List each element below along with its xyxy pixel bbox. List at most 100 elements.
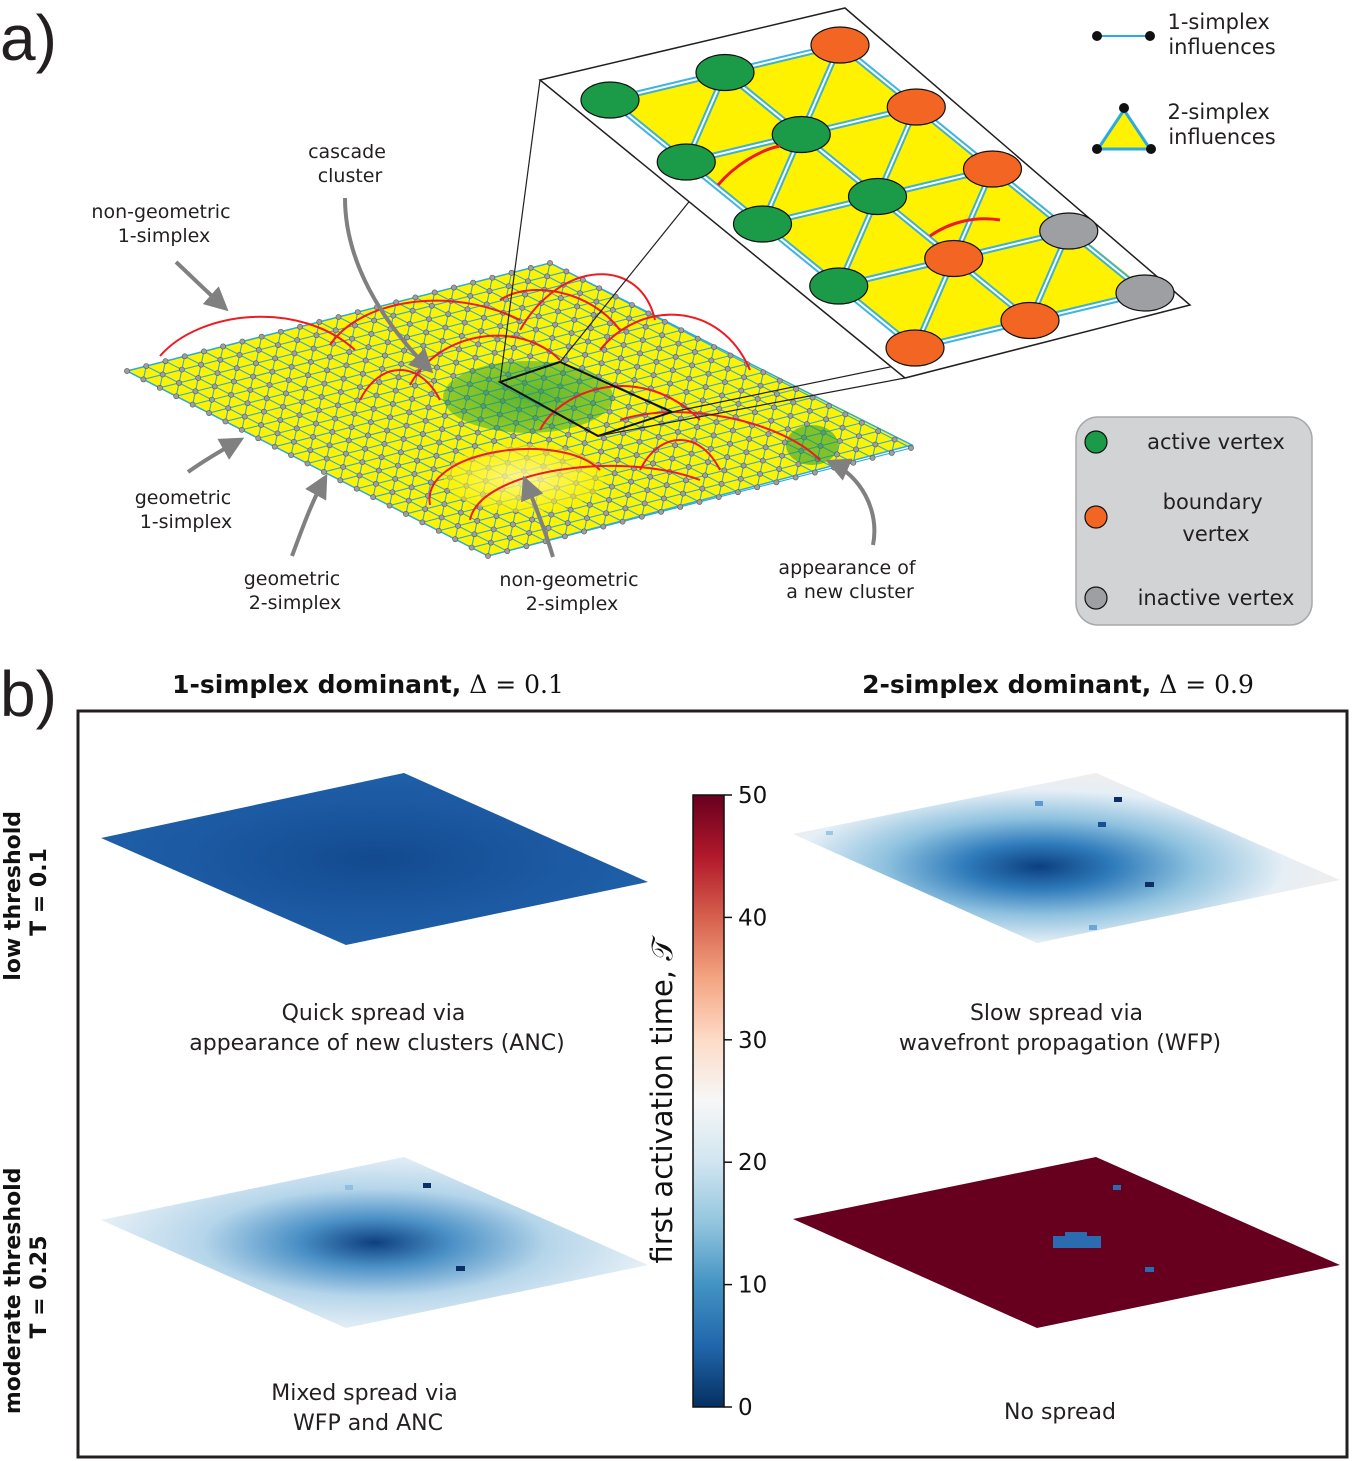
network-vertex (455, 434, 462, 441)
row-1-label: low threshold T = 0.1 (1, 811, 52, 981)
colorbar-tick-label: 50 (738, 783, 767, 809)
network-vertex (699, 397, 706, 404)
network-vertex (458, 421, 465, 428)
network-vertex (288, 363, 295, 370)
network-vertex (571, 316, 578, 323)
network-vertex (441, 501, 448, 508)
network-vertex (650, 372, 657, 379)
label-non-geometric-2-simplex: non-geometric 2-simplex (499, 569, 644, 615)
network-vertex (392, 387, 399, 394)
legend-one-simplex-text: 1-simplex influences (1167, 10, 1276, 59)
network-vertex (422, 417, 429, 424)
network-vertex (836, 438, 843, 444)
network-vertex (598, 360, 605, 367)
network-vertex (787, 412, 794, 419)
caption-bottom-right: No spread (1004, 1400, 1116, 1425)
network-vertex (266, 382, 273, 388)
network-vertex (291, 438, 297, 445)
network-vertex (702, 384, 709, 390)
network-vertex (683, 389, 690, 395)
inset-boundary-vertex (962, 150, 1023, 188)
inset-active-vertex (656, 143, 716, 181)
network-vertex (313, 332, 320, 339)
network-vertex (806, 407, 813, 414)
network-vertex (688, 450, 695, 457)
network-vertex (294, 337, 301, 344)
network-vertex (233, 365, 240, 372)
network-vertex (332, 415, 339, 422)
network-vertex (603, 510, 610, 517)
network-vertex (754, 484, 761, 491)
caption-bottom-left: Mixed spread via WFP and ANC (271, 1381, 465, 1436)
network-vertex (614, 457, 621, 463)
network-vertex (562, 533, 568, 540)
network-vertex (823, 416, 830, 423)
network-vertex (633, 452, 640, 458)
network-vertex (631, 377, 638, 383)
network-vertex (638, 513, 645, 520)
network-vertex (908, 445, 914, 451)
network-vertex (428, 391, 435, 397)
network-vertex (663, 482, 670, 489)
network-vertex (658, 508, 664, 515)
network-vertex (362, 357, 369, 364)
network-vertex (636, 438, 643, 445)
inset-non-geometric-edge-2 (929, 217, 1001, 238)
row-2-label: moderate threshold T = 0.25 (1, 1168, 52, 1415)
network-vertex (367, 419, 374, 426)
network-vertex (839, 424, 846, 431)
active-vertex-icon (1084, 430, 1108, 454)
network-vertex (370, 494, 377, 501)
network-vertex (431, 377, 438, 384)
one-simplex-legend-node (1145, 31, 1155, 41)
network-vertex (348, 424, 355, 430)
geometric-edge (274, 326, 301, 447)
network-vertex (779, 452, 785, 459)
network-vertex (455, 522, 461, 529)
network-vertex (759, 457, 766, 464)
network-vertex (675, 429, 681, 435)
network-vertex (453, 359, 460, 366)
network-vertex (192, 388, 199, 395)
inset-active-vertex (809, 267, 869, 305)
network-vertex (275, 342, 281, 348)
network-vertex (548, 511, 555, 518)
network-vertex (771, 404, 777, 411)
network-vertex (617, 443, 624, 450)
network-vertex (485, 553, 491, 559)
colorbar-label: first activation time, 𝒯 (645, 935, 679, 1264)
network-vertex (497, 323, 504, 329)
two-simplex-legend-triangle (1095, 107, 1153, 151)
network-vertex (625, 403, 632, 410)
network-vertex (811, 469, 818, 476)
network-vertex (445, 311, 452, 318)
network-vertex (335, 402, 341, 409)
network-vertex (617, 355, 624, 362)
network-vertex (340, 464, 347, 470)
network-vertex (547, 260, 553, 266)
network-vertex (655, 433, 662, 440)
inset-boundary-vertex (1000, 301, 1060, 340)
network-vertex (639, 337, 646, 343)
network-vertex (430, 466, 437, 472)
geometric-edge (852, 422, 863, 463)
legend-inactive: inactive vertex (1138, 586, 1295, 610)
network-vertex (474, 518, 481, 524)
network-vertex (776, 377, 783, 384)
label-non-geometric-1-simplex: non-geometric 1-simplex (91, 201, 236, 247)
network-vertex (258, 333, 265, 340)
network-vertex (702, 472, 709, 479)
network-vertex (563, 268, 570, 275)
inset-inactive-vertex (1039, 212, 1099, 250)
one-simplex-legend-node (1092, 31, 1102, 41)
network-vertex (417, 444, 423, 451)
network-vertex (478, 328, 484, 334)
network-vertex (601, 347, 608, 353)
network-vertex (510, 344, 517, 351)
network-vertex (661, 318, 668, 325)
network-vertex (474, 429, 481, 436)
network-vertex (357, 384, 363, 390)
network-vertex (423, 329, 430, 336)
network-vertex (208, 396, 215, 403)
